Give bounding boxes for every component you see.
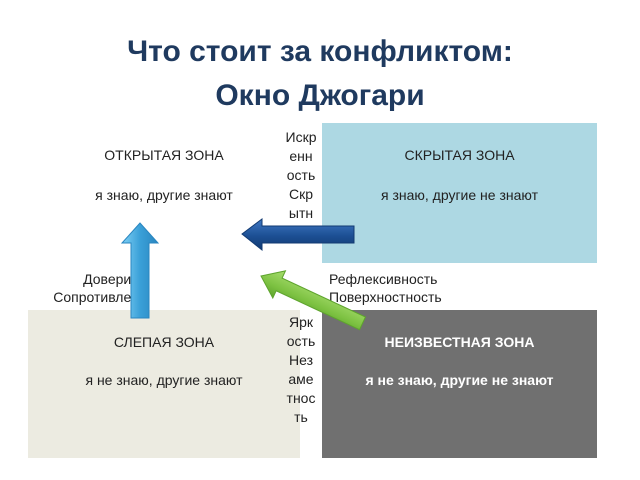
open-zone: ОТКРЫТАЯ ЗОНА я знаю, другие знают [28,123,300,263]
middle-bottom-fragment: ость [286,333,316,349]
middle-bottom-label: Ярк ость Нез аме тнос ть [281,313,321,427]
left-labels: Доверие Сопротивлен [34,270,139,306]
middle-top-fragment: ытн [288,205,314,221]
hidden-zone: СКРЫТАЯ ЗОНА я знаю, другие не знают [322,123,597,263]
middle-bottom-fragment: аме [288,371,314,387]
middle-top-fragment: Скр [288,186,314,202]
middle-bottom-fragment: Нез [288,352,313,368]
middle-top-label: Искр енн ость Скр ытн [281,128,321,223]
unknown-zone-title: НЕИЗВЕСТНАЯ ЗОНА [384,334,535,350]
middle-top-fragment: енн [289,148,313,164]
middle-top-fragment: ость [286,167,316,183]
blind-zone-desc: я не знаю, другие знают [85,372,243,388]
reflexivity-label: Рефлексивность [329,271,438,287]
open-zone-title: ОТКРЫТАЯ ЗОНА [104,147,224,163]
middle-bottom-fragment: ть [294,409,308,425]
open-zone-desc: я знаю, другие знают [95,187,233,203]
middle-bottom-fragment: тнос [286,390,316,406]
middle-top-fragment: Искр [285,129,317,145]
unknown-zone: НЕИЗВЕСТНАЯ ЗОНА я не знаю, другие не зн… [322,310,597,458]
hidden-zone-title: СКРЫТАЯ ЗОНА [404,147,515,163]
title-line-2: Окно Джогари [215,79,425,112]
superficiality-label: Поверхностность [329,289,442,305]
right-labels: Рефлексивность Поверхностность [329,270,442,306]
hidden-zone-desc: я знаю, другие не знают [380,187,539,203]
title-line-1: Что стоит за конфликтом: [127,35,513,68]
unknown-zone-desc: я не знаю, другие не знают [365,372,554,388]
middle-bottom-fragment: Ярк [288,314,314,330]
resistance-label: Сопротивлен [53,289,139,305]
blind-zone-title: СЛЕПАЯ ЗОНА [113,334,215,350]
trust-label: Доверие [83,271,139,287]
blind-zone: СЛЕПАЯ ЗОНА я не знаю, другие знают [28,310,300,458]
